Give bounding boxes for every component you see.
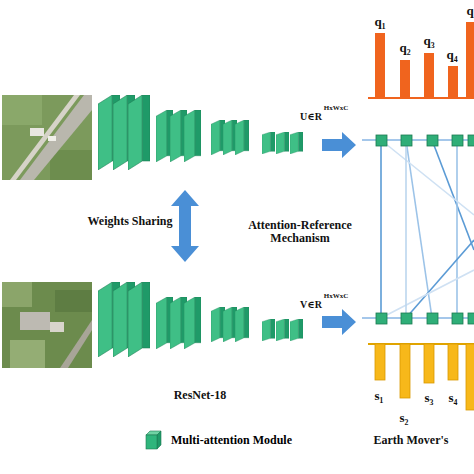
text-label: Weights Sharing	[87, 215, 172, 228]
satellite-image	[2, 95, 92, 180]
text-label: q₂	[399, 41, 410, 55]
flow-arrow	[322, 132, 356, 158]
text-label: ResNet-18	[174, 389, 227, 402]
histogram-s	[368, 344, 474, 410]
text-label: HxWxC	[324, 293, 349, 301]
text-label: q₄	[446, 48, 457, 62]
text-label: HxWxC	[324, 105, 349, 113]
legend-text: Multi-attention Module	[171, 433, 292, 448]
resnet-stack	[98, 282, 303, 357]
text-label: q₁	[374, 15, 385, 29]
legend-item: Multi-attention Module	[145, 430, 292, 450]
histogram-q	[368, 22, 474, 98]
text-label: q₃	[423, 34, 434, 48]
text-label: s₂	[400, 411, 409, 425]
text-label: V∈R	[300, 299, 322, 310]
resnet-stack	[98, 95, 303, 170]
flow-arrow	[322, 309, 356, 335]
satellite-image	[2, 282, 92, 368]
text-label: Earth Mover's	[374, 434, 449, 447]
text-label: s₁	[375, 389, 384, 403]
double-arrow	[171, 190, 199, 262]
feature-nodes	[376, 135, 474, 324]
text-label: s₄	[449, 391, 458, 405]
text-label: q	[466, 4, 473, 18]
text-label: s₃	[425, 391, 434, 405]
text-label: Attention-Reference Mechanism	[235, 219, 365, 245]
legend-swatch	[145, 430, 163, 450]
flow-lines	[362, 140, 474, 318]
text-label: U∈R	[300, 111, 322, 122]
